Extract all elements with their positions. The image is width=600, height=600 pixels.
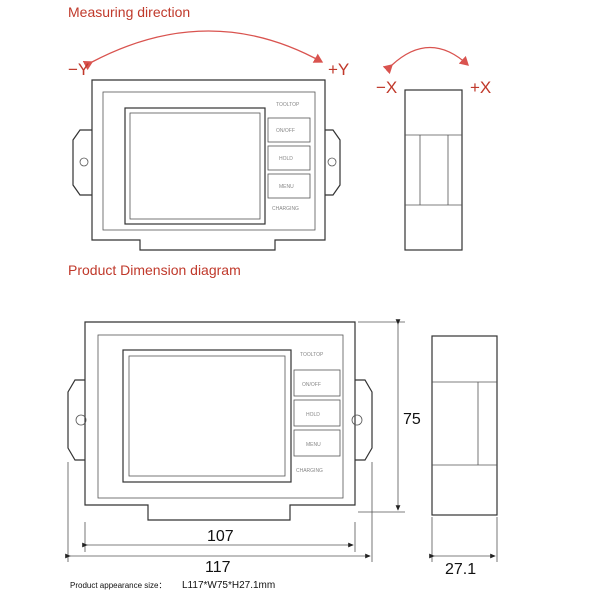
depth-dimension: 27.1	[445, 561, 476, 578]
device-front-view-small: TOOLTOP ON/OFF HOLD MENU CHARGING	[72, 79, 341, 251]
x-rotation-arrow	[382, 46, 469, 75]
charging-label: CHARGING	[272, 206, 299, 212]
device-side-view-large	[431, 335, 498, 516]
length-dimension: 117	[205, 559, 231, 576]
onoff-button: ON/OFF	[276, 128, 295, 134]
device-logo: TOOLTOP	[276, 102, 300, 108]
pos-x-label: +X	[470, 78, 491, 97]
charging-label-large: CHARGING	[296, 468, 323, 474]
heading-measuring-direction: Measuring direction	[68, 4, 190, 20]
height-dimension: 75	[403, 411, 421, 428]
footer-label: Product appearance size：	[70, 581, 167, 590]
menu-button: MENU	[279, 184, 294, 190]
menu-button-large: MENU	[306, 442, 321, 448]
hold-button: HOLD	[279, 156, 293, 162]
pos-y-label: +Y	[328, 60, 349, 79]
heading-dimension: Product Dimension diagram	[68, 262, 241, 278]
dimension-lines	[65, 319, 498, 562]
y-rotation-arrow	[82, 30, 324, 71]
neg-y-label: −Y	[68, 60, 89, 79]
neg-x-label: −X	[376, 78, 397, 97]
onoff-button-large: ON/OFF	[302, 382, 321, 388]
device-front-view-large: TOOLTOP ON/OFF HOLD MENU CHARGING	[67, 321, 373, 521]
footer-size-value: L117*W75*H27.1mm	[182, 580, 275, 591]
hold-button-large: HOLD	[306, 412, 320, 418]
inner-width-dimension: 107	[207, 528, 234, 545]
device-logo-large: TOOLTOP	[300, 352, 324, 358]
device-side-view-small	[404, 89, 463, 251]
